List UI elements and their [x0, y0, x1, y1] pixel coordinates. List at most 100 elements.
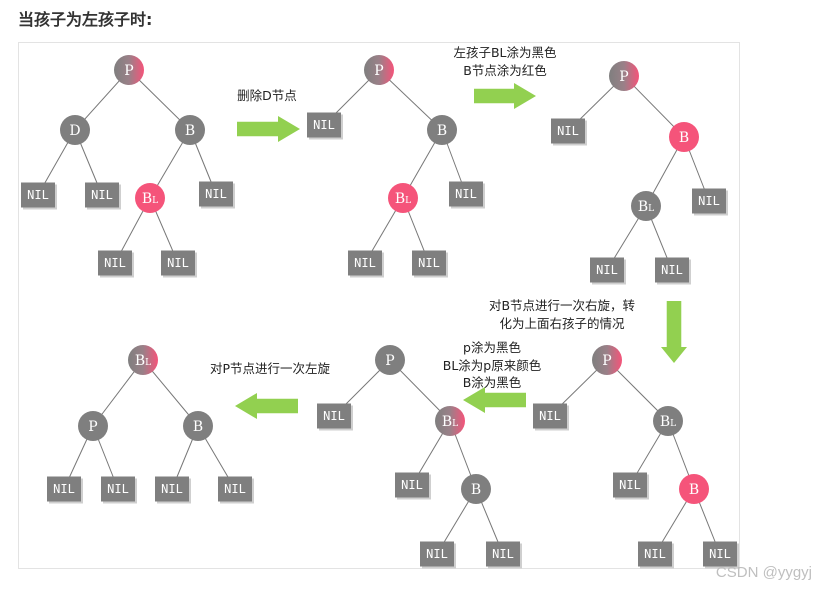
node-label: B	[471, 482, 481, 498]
nil-leaf: NIL	[486, 541, 522, 569]
nil-leaf: NIL	[317, 403, 353, 431]
nil-leaf: NIL	[692, 188, 728, 216]
node-label: D	[69, 123, 80, 139]
nil-leaf: NIL	[590, 257, 626, 285]
nil-leaf: NIL	[155, 476, 191, 504]
node-bl: BL	[128, 345, 158, 375]
annotation-step3-line2: 化为上面右孩子的情况	[499, 316, 625, 331]
node-label-sub: L	[152, 196, 158, 206]
nil-box	[307, 112, 341, 138]
node-b: B	[183, 411, 213, 441]
nil-label: NIL	[313, 118, 335, 132]
annotation-step4-line1: p涂为黑色	[463, 340, 521, 355]
node-circle	[128, 345, 158, 375]
node-bl: BL	[435, 406, 465, 436]
node-circle	[388, 183, 418, 213]
node-label: BL	[638, 199, 654, 215]
nil-box	[101, 476, 135, 502]
node-label: P	[602, 353, 611, 369]
annotation-step4-line3: B涂为黑色	[463, 375, 522, 390]
node-circle	[175, 115, 205, 145]
node-label: B	[679, 130, 689, 146]
nil-leaf: NIL	[449, 181, 485, 209]
node-b: B	[461, 474, 491, 504]
node-label-main: B	[135, 353, 145, 369]
arrows-layer	[235, 83, 687, 419]
node-label-main: B	[660, 414, 670, 430]
node-circle	[375, 345, 405, 375]
nil-leaf: NIL	[551, 118, 587, 146]
nil-label: NIL	[557, 124, 579, 138]
nil-leaf: NIL	[533, 403, 569, 431]
nil-label: NIL	[644, 547, 666, 561]
nil-label: NIL	[539, 409, 561, 423]
nil-leaf: NIL	[638, 541, 674, 569]
node-circle	[435, 406, 465, 436]
node-circle	[609, 61, 639, 91]
node-circle	[679, 474, 709, 504]
node-circle	[135, 183, 165, 213]
nil-leaf: NIL	[307, 112, 343, 140]
nil-label: NIL	[401, 478, 423, 492]
nil-box	[613, 472, 647, 498]
node-circle	[183, 411, 213, 441]
node-circle	[427, 115, 457, 145]
nil-label: NIL	[418, 256, 440, 270]
node-label: B	[193, 419, 203, 435]
annotations-layer: 删除D节点左孩子BL涂为黑色B节点涂为红色对B节点进行一次右旋，转化为上面右孩子…	[210, 45, 635, 390]
nil-leaf: NIL	[98, 250, 134, 278]
node-circle	[114, 55, 144, 85]
nil-leaf: NIL	[420, 541, 456, 569]
nil-leaf: NIL	[47, 476, 83, 504]
nil-label: NIL	[167, 256, 189, 270]
nil-label: NIL	[492, 547, 514, 561]
arrow-step1	[237, 116, 300, 142]
node-p: P	[364, 55, 394, 85]
nil-box	[85, 182, 119, 208]
nil-box	[348, 250, 382, 276]
node-label-main: B	[638, 199, 648, 215]
node-bl: BL	[135, 183, 165, 213]
nil-box	[449, 181, 483, 207]
nil-label: NIL	[161, 482, 183, 496]
node-label: BL	[395, 191, 411, 207]
node-circle	[78, 411, 108, 441]
node-p: P	[375, 345, 405, 375]
arrow-step5	[235, 393, 298, 419]
node-b: B	[669, 122, 699, 152]
nil-box	[551, 118, 585, 144]
node-circle	[364, 55, 394, 85]
annotation-step1: 删除D节点	[237, 88, 297, 103]
nil-label: NIL	[91, 188, 113, 202]
nil-label: NIL	[27, 188, 49, 202]
node-p: P	[78, 411, 108, 441]
nil-leaf: NIL	[395, 472, 431, 500]
nil-box	[218, 476, 252, 502]
node-circle	[461, 474, 491, 504]
node-label-main: B	[395, 191, 405, 207]
node-p: P	[609, 61, 639, 91]
node-label-main: B	[142, 191, 152, 207]
nil-label: NIL	[205, 187, 227, 201]
node-bl: BL	[388, 183, 418, 213]
page-heading: 当孩子为左孩子时:	[18, 10, 153, 29]
nil-leaf: NIL	[412, 250, 448, 278]
node-label: BL	[442, 414, 458, 430]
node-label: P	[619, 69, 628, 85]
node-label-sub: L	[648, 204, 654, 214]
nil-leaf: NIL	[161, 250, 197, 278]
nil-box	[420, 541, 454, 567]
node-label-sub: L	[405, 196, 411, 206]
node-label-main: B	[442, 414, 452, 430]
nil-box	[47, 476, 81, 502]
node-label-sub: L	[145, 358, 151, 368]
node-label: B	[437, 123, 447, 139]
annotation-step2-line1: 左孩子BL涂为黑色	[453, 45, 557, 60]
node-label-sub: L	[452, 419, 458, 429]
nil-box	[486, 541, 520, 567]
nil-label: NIL	[107, 482, 129, 496]
arrow-step3	[661, 301, 687, 363]
nil-label: NIL	[455, 187, 477, 201]
